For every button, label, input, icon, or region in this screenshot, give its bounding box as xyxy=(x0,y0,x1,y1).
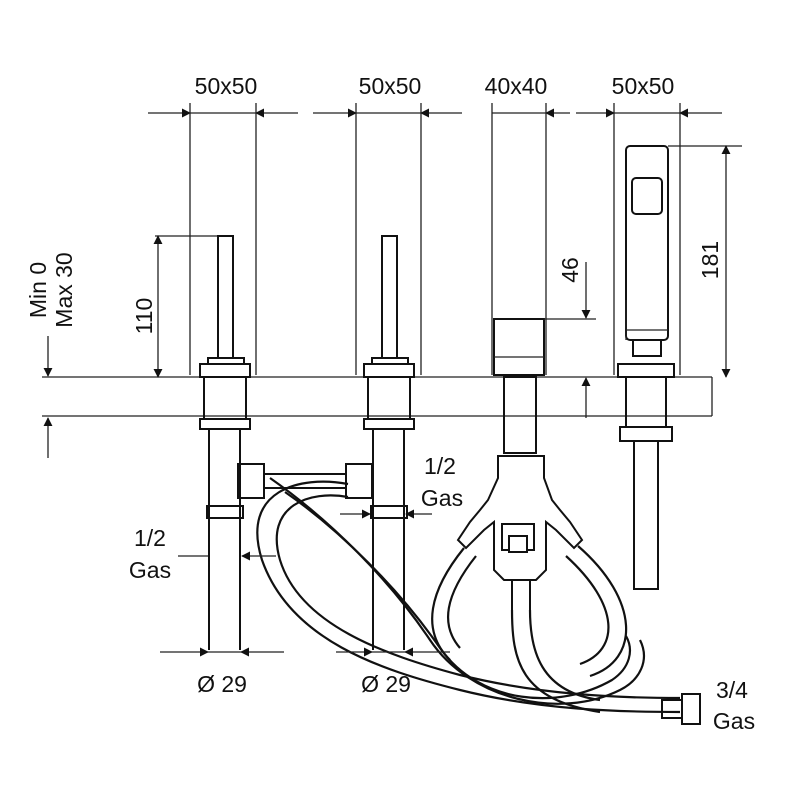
width-label-center: 50x50 xyxy=(359,73,422,99)
connection-leaders xyxy=(178,509,432,561)
left-handle xyxy=(155,235,251,650)
left-inlet-type: Gas xyxy=(129,557,171,583)
diverter-body xyxy=(456,318,584,610)
height-label-diverter: 46 xyxy=(557,257,583,283)
labels: 50x50 50x50 40x40 50x50 110 46 181 Min 0… xyxy=(25,73,755,734)
center-inlet-size: 1/2 xyxy=(424,453,456,479)
deck-min-label: Min 0 xyxy=(25,262,51,318)
deck-max-label: Max 30 xyxy=(51,252,77,327)
center-inlet-type: Gas xyxy=(421,485,463,511)
deck-surface xyxy=(42,376,713,417)
hoses xyxy=(237,463,701,725)
width-label-diverter: 40x40 xyxy=(485,73,548,99)
diameter-label-center: Ø 29 xyxy=(361,671,411,697)
height-label-spout: 110 xyxy=(131,298,157,335)
height-dimensions xyxy=(43,145,742,458)
width-label-left: 50x50 xyxy=(195,73,258,99)
hand-shower xyxy=(617,145,675,590)
diameter-label-left: Ø 29 xyxy=(197,671,247,697)
width-label-hand-shower: 50x50 xyxy=(612,73,675,99)
left-inlet-size: 1/2 xyxy=(134,525,166,551)
supply-size: 3/4 xyxy=(716,677,748,703)
extension-lines xyxy=(189,103,681,375)
supply-type: Gas xyxy=(713,708,755,734)
height-label-hand-shower: 181 xyxy=(697,241,723,279)
